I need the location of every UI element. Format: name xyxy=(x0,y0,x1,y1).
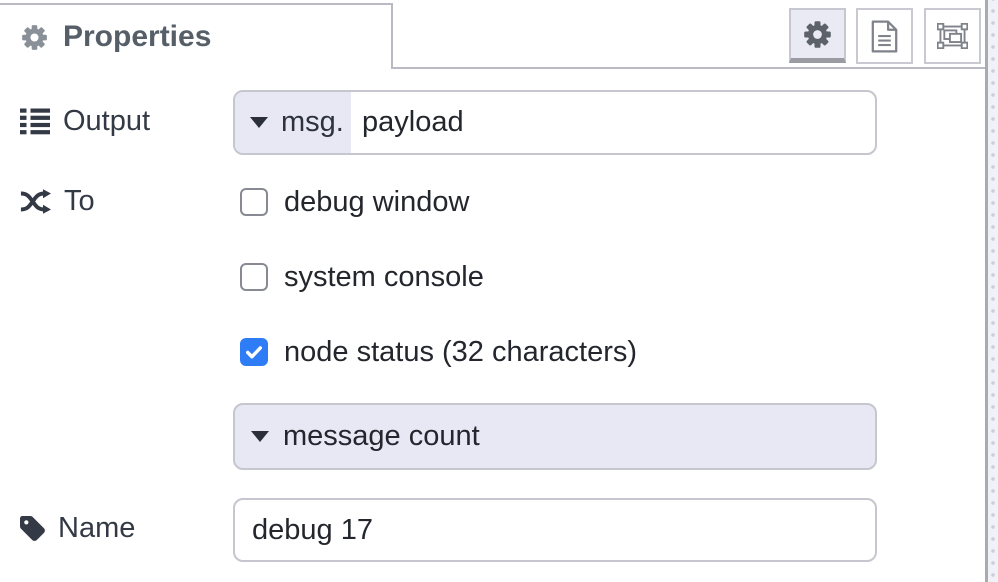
name-input[interactable] xyxy=(233,498,877,562)
panel-right-border xyxy=(985,0,988,582)
status-content-select[interactable]: message count xyxy=(233,403,877,470)
node-status-checkbox[interactable] xyxy=(240,338,268,366)
description-button[interactable] xyxy=(856,8,913,64)
to-label: To xyxy=(64,184,95,217)
check-icon xyxy=(246,345,262,359)
tag-icon xyxy=(20,515,45,541)
gear-icon xyxy=(21,24,48,51)
name-label: Name xyxy=(58,511,136,544)
node-status-checkbox-label: node status (32 characters) xyxy=(284,335,638,368)
system-console-checkbox-label: system console xyxy=(284,260,484,293)
object-group-icon xyxy=(937,23,968,49)
tabbar-divider xyxy=(393,67,985,69)
output-typed-input: msg. xyxy=(233,90,877,155)
tab-properties[interactable]: Properties xyxy=(0,3,393,69)
name-label-row: Name xyxy=(20,508,135,548)
tab-properties-label: Properties xyxy=(63,20,212,53)
output-property-input[interactable] xyxy=(351,92,875,153)
output-type-label: msg. xyxy=(281,106,344,138)
gear-icon xyxy=(803,20,832,49)
debug-window-checkbox[interactable] xyxy=(240,188,268,216)
chevron-down-icon xyxy=(250,117,268,128)
debug-window-checkbox-label: debug window xyxy=(284,185,470,218)
node-status-checkbox-row[interactable]: node status (32 characters) xyxy=(240,335,638,368)
appearance-button[interactable] xyxy=(924,8,981,64)
output-type-button[interactable]: msg. xyxy=(235,92,351,153)
status-content-select-value: message count xyxy=(283,420,480,452)
list-icon xyxy=(20,108,50,135)
debug-window-checkbox-row[interactable]: debug window xyxy=(240,185,470,218)
system-console-checkbox-row[interactable]: system console xyxy=(240,260,484,293)
system-console-checkbox[interactable] xyxy=(240,263,268,291)
output-label-row: Output xyxy=(20,101,150,141)
tray-resize-handle[interactable] xyxy=(988,0,998,582)
to-label-row: To xyxy=(20,181,95,221)
document-icon xyxy=(871,20,898,53)
shuffle-icon xyxy=(20,188,51,214)
output-label: Output xyxy=(63,104,151,137)
properties-button[interactable] xyxy=(789,8,846,63)
chevron-down-icon xyxy=(251,431,269,442)
